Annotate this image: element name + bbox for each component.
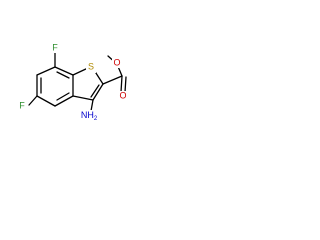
label-bg-f-left <box>17 101 27 111</box>
fluorine-left-label: F <box>19 100 25 110</box>
label-bg-f-top <box>50 43 60 53</box>
fluorine-top-label: F <box>52 42 58 52</box>
bond-c7-c7a <box>54 66 74 76</box>
bond-c6-c7 <box>36 66 56 76</box>
bond-c2-c3 <box>92 83 104 101</box>
amine-main-label: NH <box>81 110 94 120</box>
bond-inner-c3a-c4 <box>56 92 70 101</box>
chemical-structure: F F S NH2 O O <box>17 42 128 122</box>
bond-c7a-s <box>72 67 89 76</box>
bond-c4-c5 <box>36 95 56 107</box>
ester-oxygen-single-label: O <box>113 57 120 67</box>
label-bg-oxygen-single <box>112 58 122 68</box>
atom-label-layer: F F S NH2 O O <box>17 42 128 122</box>
bond-carbonyl-o-double <box>120 75 123 93</box>
amine-label: NH2 <box>81 110 98 121</box>
ester-oxygen-double-label: O <box>119 90 126 100</box>
label-bg-sulfur <box>86 62 96 73</box>
label-bg-oxygen-double <box>118 91 128 101</box>
label-bg-amine <box>82 110 102 122</box>
amine-subscript-label: 2 <box>94 116 98 122</box>
bond-c2-carbonyl <box>102 75 123 85</box>
bond-c3a-c4 <box>54 95 74 107</box>
bond-c3-c3a <box>72 95 94 101</box>
bond-c3-nh2 <box>90 99 94 112</box>
bond-layer <box>28 51 127 112</box>
bond-inner-c2-c3 <box>90 84 100 98</box>
bond-inner-c7-c7a <box>56 71 70 79</box>
sulfur-label: S <box>88 61 94 71</box>
bond-carbonyl-o-double-2 <box>124 76 127 93</box>
bond-c5-f <box>28 95 38 106</box>
